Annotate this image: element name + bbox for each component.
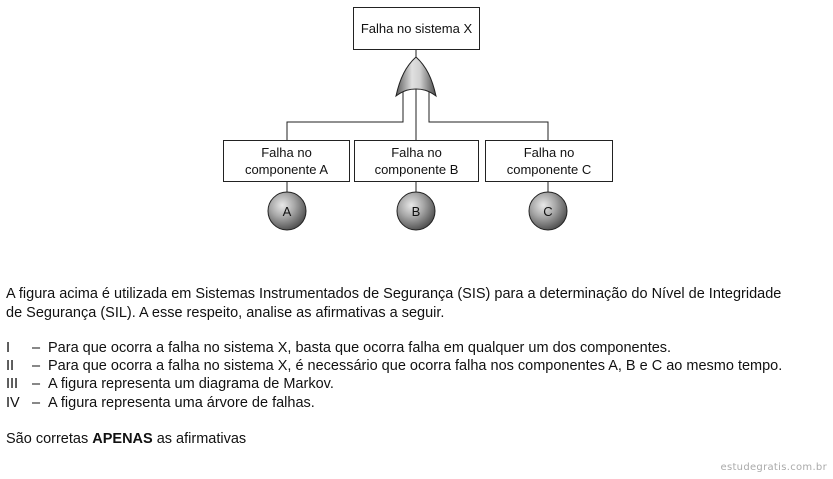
basic-event-b-circle — [396, 191, 436, 231]
basic-event-c-label: C — [543, 204, 552, 219]
top-event-box: Falha no sistema X — [353, 7, 480, 50]
statement-numeral: III — [6, 376, 19, 392]
closing-suffix: as afirmativas — [152, 431, 247, 447]
basic-event-a-label: A — [283, 204, 292, 219]
intro-line-1: A figura acima é utilizada em Sistemas I… — [6, 286, 782, 302]
closing-bold: APENAS — [92, 431, 153, 447]
closing-prompt: São corretas APENAS as afirmativas — [6, 430, 246, 448]
statement-dash: – — [32, 395, 41, 411]
basic-event-c-circle — [528, 191, 568, 231]
statement-text: A figura representa uma árvore de falhas… — [48, 395, 315, 411]
statement-text: Para que ocorra a falha no sistema X, é … — [48, 358, 783, 374]
statement-text: A figura representa um diagrama de Marko… — [48, 376, 334, 392]
component-a-box: Falha no componente A — [223, 140, 350, 182]
statement-dash: – — [32, 358, 41, 374]
connector-line — [286, 92, 404, 140]
statement-iii: III – A figura representa um diagrama de… — [0, 375, 833, 393]
connector-line — [428, 92, 549, 140]
statement-dash: – — [32, 340, 41, 356]
component-c-box: Falha no componente C — [485, 140, 613, 182]
watermark: estudegratis.com.br — [720, 462, 827, 473]
statement-dash: – — [32, 376, 41, 392]
closing-prefix: São corretas — [6, 431, 93, 447]
fault-tree-diagram: A B C — [267, 49, 568, 231]
statement-numeral: IV — [6, 395, 20, 411]
intro-line-2: de Segurança (SIL). A esse respeito, ana… — [6, 305, 445, 321]
statement-iv: IV – A figura representa uma árvore de f… — [0, 394, 833, 412]
statement-i: I – Para que ocorra a falha no sistema X… — [0, 339, 833, 357]
statement-ii: II – Para que ocorra a falha no sistema … — [0, 357, 833, 375]
basic-event-a-circle — [267, 191, 307, 231]
statement-text: Para que ocorra a falha no sistema X, ba… — [48, 340, 672, 356]
component-b-box: Falha no componente B — [354, 140, 479, 182]
statement-numeral: I — [6, 340, 11, 356]
basic-event-b-label: B — [412, 204, 421, 219]
statement-numeral: II — [6, 358, 15, 374]
